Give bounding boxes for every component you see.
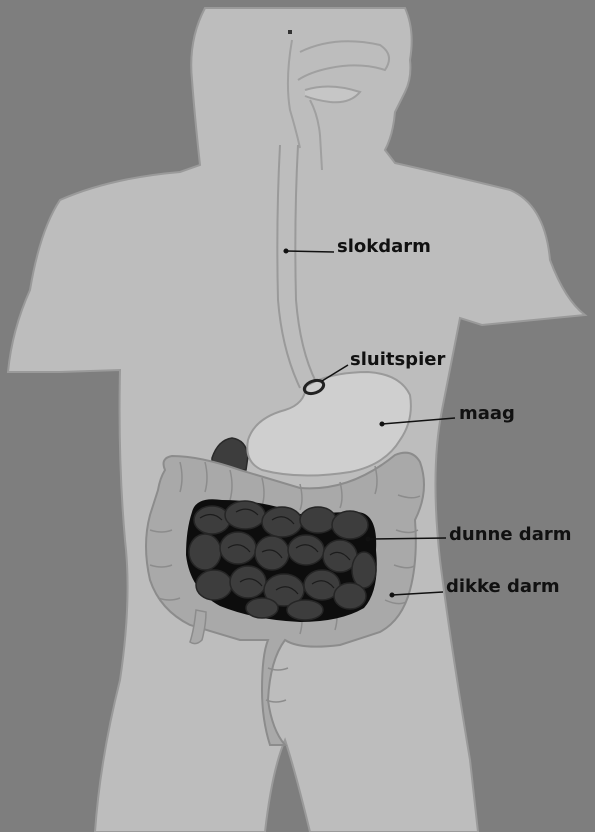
leader-esophagus [286,251,334,252]
label-sphincter: sluitspier [350,351,445,369]
tooth-mark [288,30,292,34]
label-large-intestine: dikke darm [446,578,560,596]
label-stomach: maag [459,405,515,423]
label-esophagus: slokdarm [337,238,431,256]
label-small-intestine: dunne darm [449,526,571,544]
leader-small-intestine [368,538,446,539]
